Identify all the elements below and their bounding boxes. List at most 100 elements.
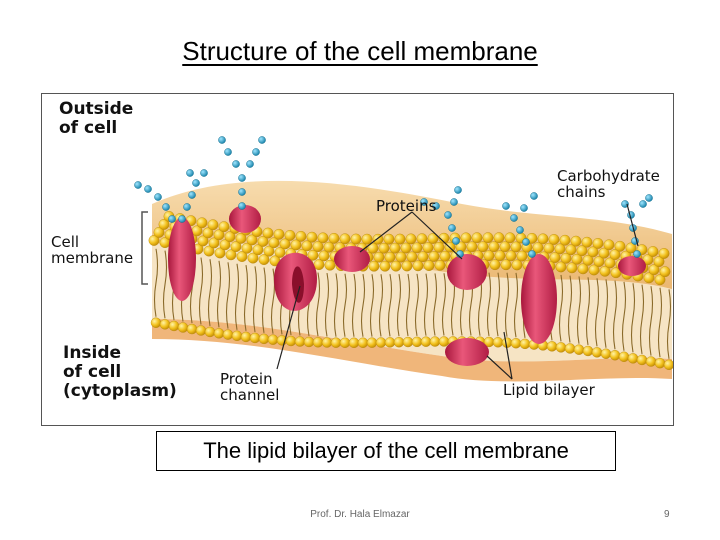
lipid-head xyxy=(493,232,505,244)
lipid-head xyxy=(241,242,253,254)
lipid-head xyxy=(262,227,274,239)
lipid-head xyxy=(168,320,180,332)
carbohydrate-bead xyxy=(502,202,510,210)
lipid-head xyxy=(618,351,630,362)
lipid-tail xyxy=(342,273,348,337)
figure-caption: The lipid bilayer of the cell membrane xyxy=(156,431,616,471)
lipid-head xyxy=(207,219,219,231)
lipid-tail xyxy=(513,272,519,338)
membrane-inner-surface xyxy=(152,319,672,382)
lipid-head xyxy=(366,337,378,348)
lipid-head xyxy=(285,335,297,347)
lipid-tail xyxy=(639,284,645,355)
lipid-head xyxy=(477,241,489,253)
protein-channel-pore xyxy=(292,266,304,303)
slide-title: Structure of the cell membrane xyxy=(182,36,538,66)
lipid-head xyxy=(427,233,439,244)
lipid-head xyxy=(153,227,165,238)
lipid-head xyxy=(268,237,280,249)
lipid-head xyxy=(504,232,516,244)
lipid-head xyxy=(150,317,162,328)
lipid-head xyxy=(295,230,307,242)
lipid-head xyxy=(555,261,567,273)
lipid-head xyxy=(350,233,362,245)
lipid-tail xyxy=(567,275,573,343)
carbohydrate-bead xyxy=(645,194,653,202)
lipid-head xyxy=(434,259,446,271)
lipid-head xyxy=(249,332,261,344)
lipid-head xyxy=(375,337,387,348)
lipid-head xyxy=(417,251,429,263)
lipid-head xyxy=(384,251,396,263)
lipid-tail xyxy=(630,283,636,353)
lipid-head xyxy=(592,238,604,249)
membrane-diagram: Outside of cell Cell membrane Inside of … xyxy=(41,93,674,426)
carbohydrate-bead xyxy=(639,200,647,208)
lipid-head xyxy=(290,239,302,251)
lipid-head xyxy=(659,266,671,278)
lipid-head xyxy=(368,260,380,272)
carbohydrate-bead xyxy=(444,211,452,219)
lipid-head xyxy=(537,233,549,245)
carbohydrate-bead xyxy=(154,193,162,201)
carbohydrate-bead xyxy=(186,169,194,177)
lipid-tail xyxy=(315,272,321,337)
lipid-tail xyxy=(369,274,375,337)
lipid-head xyxy=(505,250,517,262)
lipid-head xyxy=(604,257,616,269)
lipid-head xyxy=(273,228,285,240)
lipid-head xyxy=(405,233,417,245)
carbohydrate-bead xyxy=(238,188,246,196)
lipid-head xyxy=(654,357,666,369)
carbohydrate-bead xyxy=(134,181,142,189)
lipid-head xyxy=(258,333,270,345)
carbohydrate-bead xyxy=(144,185,152,193)
lipid-head xyxy=(591,347,603,358)
membrane-bracket xyxy=(141,211,148,285)
lipid-head xyxy=(321,337,333,348)
lipid-head xyxy=(610,267,622,279)
lipid-head xyxy=(252,244,264,256)
lipid-head xyxy=(400,242,412,254)
carbohydrate-bead xyxy=(520,204,528,212)
lipid-head xyxy=(214,247,226,259)
lipid-head xyxy=(438,232,450,244)
lipid-head xyxy=(202,227,214,239)
protein-top-left xyxy=(229,205,261,233)
lipid-head xyxy=(267,334,279,345)
lipid-head xyxy=(600,348,612,359)
lipid-head xyxy=(197,235,209,247)
lipid-tail xyxy=(612,280,618,350)
lipid-head xyxy=(317,232,329,244)
lipid-head xyxy=(663,359,673,370)
carbohydrate-bead xyxy=(192,179,200,187)
lipid-head xyxy=(383,233,395,245)
lipid-tail xyxy=(396,273,402,337)
lipid-head xyxy=(510,338,522,349)
lipid-head xyxy=(598,247,610,259)
carbohydrate-bead xyxy=(168,215,176,223)
label-cell-membrane: Cell membrane xyxy=(51,233,134,267)
lipid-head xyxy=(240,331,252,343)
lipid-head xyxy=(658,248,670,259)
carbohydrate-bead xyxy=(633,250,641,258)
lipid-head xyxy=(489,259,501,271)
lipid-head xyxy=(654,274,666,286)
lipid-tail xyxy=(558,274,564,342)
lipid-head xyxy=(328,232,340,244)
lipid-head xyxy=(274,247,286,258)
lipid-tail xyxy=(423,273,429,336)
lipid-tail xyxy=(162,250,168,319)
lipid-head xyxy=(204,326,216,338)
lipid-head xyxy=(258,254,270,265)
lipid-head xyxy=(471,232,483,244)
lipid-head xyxy=(330,337,342,348)
carbohydrate-bead xyxy=(258,136,266,144)
lipid-tail xyxy=(432,273,438,336)
carbohydrate-bead xyxy=(178,215,186,223)
protein-far-right xyxy=(618,256,646,276)
lipid-head xyxy=(373,251,385,263)
lipid-head xyxy=(213,328,225,339)
lipid-tail xyxy=(324,272,330,337)
lipid-head xyxy=(603,239,615,251)
